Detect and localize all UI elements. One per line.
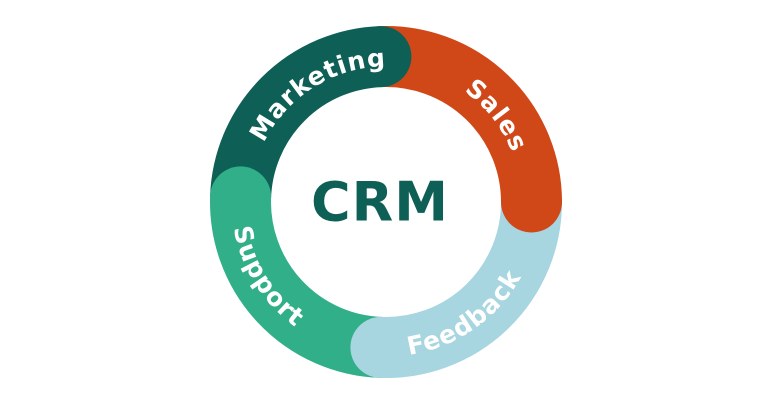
- segment-cap-feedback: [350, 316, 412, 378]
- segment-arc-support: [210, 195, 383, 378]
- crm-center-label: CRM: [311, 171, 449, 234]
- segment-cap-sales: [501, 171, 562, 233]
- segment-cap-marketing: [350, 26, 412, 88]
- segment-arc-sales: [379, 26, 562, 203]
- segment-arc-feedback: [379, 201, 562, 378]
- segment-cap-support: [210, 166, 272, 228]
- center-label-group: CRM: [311, 171, 449, 234]
